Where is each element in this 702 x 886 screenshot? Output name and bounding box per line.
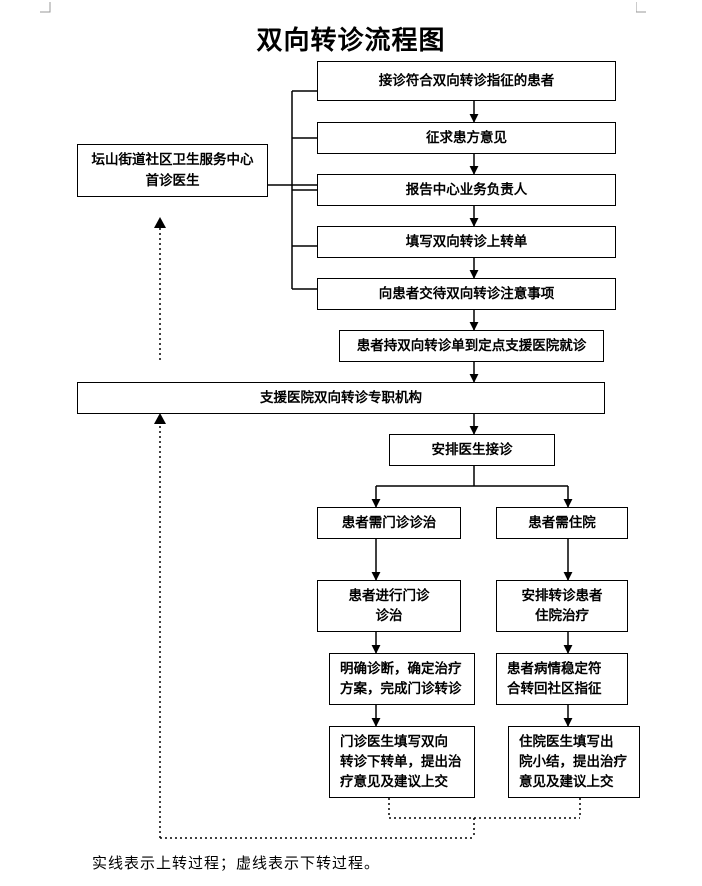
branch-inpatient: 患者需住院 — [496, 507, 628, 539]
inpatient-discharge-summary: 住院医生填写出 院小结，提出治疗 意见及建议上交 — [508, 726, 640, 798]
legend-note: 实线表示上转过程；虚线表示下转过程。 — [92, 854, 381, 872]
outpatient-referral-down: 门诊医生填写双向 转诊下转单，提出治 疗意见及建议上交 — [329, 726, 475, 798]
step-fill-referral-form: 填写双向转诊上转单 — [317, 226, 616, 258]
branch-outpatient: 患者需门诊诊治 — [317, 507, 461, 539]
step-explain-notes: 向患者交待双向转诊注意事项 — [317, 278, 616, 310]
outpatient-diagnosis: 明确诊断，确定治疗 方案，完成门诊转诊 — [329, 653, 475, 705]
page-title: 双向转诊流程图 — [256, 26, 446, 56]
step-arrange-doctor: 安排医生接诊 — [389, 434, 555, 466]
step-visit-hospital: 患者持双向转诊单到定点支援医院就诊 — [339, 330, 604, 362]
step-report-supervisor: 报告中心业务负责人 — [317, 174, 616, 206]
community-clinic-doctor: 坛山街道社区卫生服务中心 首诊医生 — [77, 144, 268, 197]
inpatient-admission: 安排转诊患者 住院治疗 — [496, 580, 628, 632]
hospital-referral-agency: 支援医院双向转诊专职机构 — [77, 382, 605, 414]
step-receive-patient: 接诊符合双向转诊指征的患者 — [317, 61, 616, 101]
page-corner-mark-left — [40, 2, 51, 13]
page-corner-mark-right — [636, 2, 646, 13]
step-seek-consent: 征求患方意见 — [317, 122, 616, 154]
outpatient-treatment: 患者进行门诊 诊治 — [317, 580, 461, 632]
inpatient-stable: 患者病情稳定符 合转回社区指征 — [496, 653, 628, 705]
